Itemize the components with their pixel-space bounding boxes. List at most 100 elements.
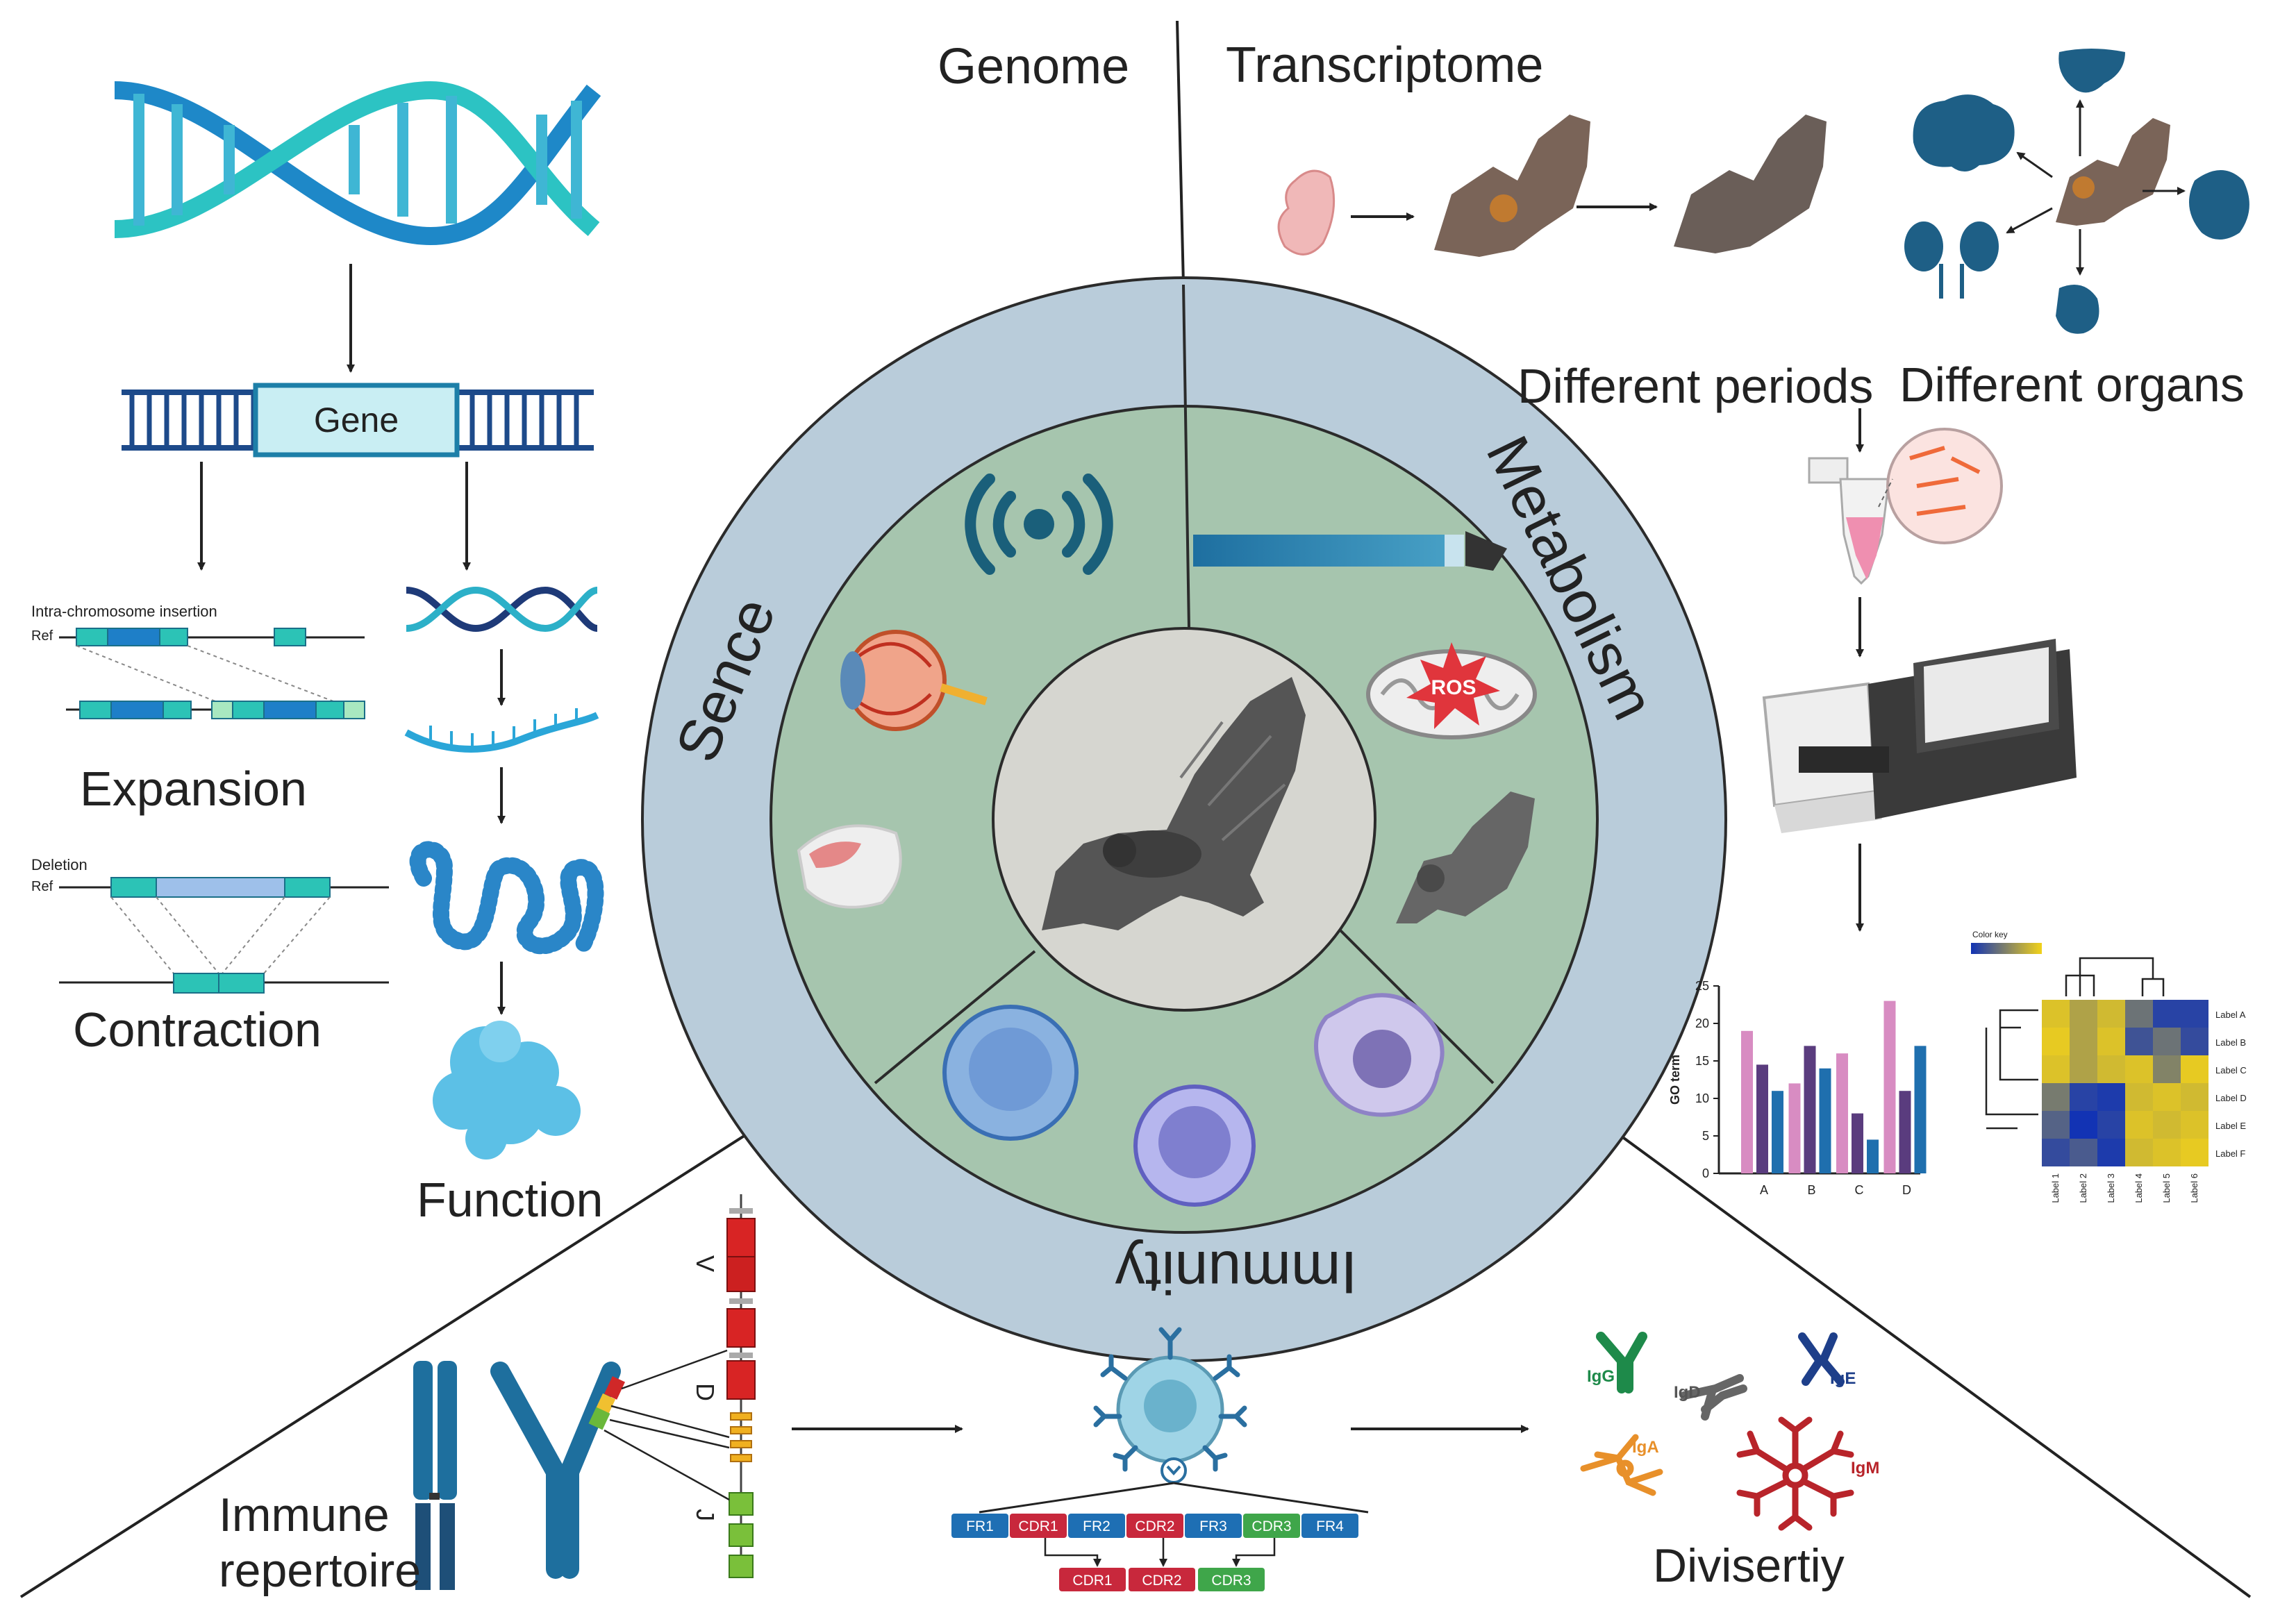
bar: [1914, 1046, 1927, 1173]
ros-label: ROS: [1431, 676, 1476, 699]
heatmap-cell: [2125, 1139, 2153, 1166]
heatmap-cell: [2153, 1028, 2181, 1055]
heatmap-cell: [2070, 1139, 2097, 1166]
immunity-label: Immunity: [1115, 1239, 1358, 1305]
iga-label: IgA: [1632, 1438, 1659, 1457]
insertion-diagram: Intra-chromosome insertion Ref: [31, 603, 365, 719]
bar: [1852, 1113, 1863, 1173]
region-box: [1068, 1514, 1125, 1538]
cdr-label: CDR1: [1072, 1573, 1112, 1589]
mitochondria-icon: ROS: [1366, 642, 1537, 739]
small-bat-icon: [1396, 792, 1535, 923]
bar: [1741, 1030, 1753, 1173]
region-label: CDR1: [1018, 1518, 1058, 1534]
liver-icon: [2058, 49, 2125, 93]
igd-icon: [1680, 1374, 1747, 1421]
bar: [1804, 1046, 1816, 1173]
category-label: C: [1855, 1183, 1864, 1197]
function-label: Function: [417, 1173, 603, 1227]
heatmap-cell: [2125, 1055, 2153, 1083]
bar-chart-ylabel: GO term: [1668, 1055, 1682, 1105]
insertion-title: Intra-chromosome insertion: [31, 603, 217, 620]
deletion-title: Deletion: [31, 856, 88, 873]
organs-diagram: [1904, 49, 2249, 334]
dna-small-icon: [406, 586, 599, 633]
igm-icon: [1736, 1416, 1854, 1531]
kidney-icon: [1904, 221, 1999, 299]
bar: [1836, 1053, 1848, 1173]
heatmap-cell: [2125, 1111, 2153, 1139]
heatmap-cell: [2125, 1000, 2153, 1028]
heatmap-cell: [2097, 1111, 2125, 1139]
heatmap-cell: [2070, 1028, 2097, 1055]
b-cell-icon: [1093, 1327, 1247, 1484]
bar: [1899, 1091, 1911, 1173]
cdr-box: [1059, 1568, 1126, 1591]
region-box: [1185, 1514, 1242, 1538]
y-tick-label: 5: [1702, 1129, 1709, 1143]
vdj-segments: V D J: [604, 1194, 756, 1578]
heatmap-cell: [2070, 1111, 2097, 1139]
stomach-icon: [2056, 285, 2099, 334]
ige-icon: [1798, 1332, 1845, 1386]
region-label: FR2: [1083, 1518, 1110, 1534]
heatmap-cell: [2125, 1083, 2153, 1111]
heatmap-cell: [2097, 1083, 2125, 1111]
expansion-label: Expansion: [80, 762, 307, 816]
transcriptome-header: Transcriptome: [1226, 37, 1543, 93]
heatmap-cell: [2153, 1055, 2181, 1083]
heatmap-cell: [2153, 1083, 2181, 1111]
gene-label: Gene: [314, 401, 399, 440]
bar: [1819, 1068, 1831, 1173]
organs-label: Different organs: [1899, 358, 2245, 412]
igg-label: IgG: [1587, 1367, 1615, 1386]
igm-label: IgM: [1851, 1459, 1879, 1477]
bar-chart-bars: [1741, 1001, 1927, 1173]
heatmap-dendrogram: [1985, 957, 2165, 1130]
protein-icon: [433, 1021, 581, 1160]
heatmap-col-label: Label 4: [2133, 1173, 2144, 1203]
heatmap-cell: [2181, 1139, 2208, 1166]
heatmap-cell: [2042, 1055, 2070, 1083]
bat-center-icon: [2056, 118, 2170, 226]
brain-icon: [1913, 94, 2015, 172]
cdr-connectors: [1044, 1538, 1276, 1567]
heatmap-col-label: Label 6: [2189, 1173, 2199, 1203]
heatmap-col-label: Label 3: [2106, 1173, 2116, 1203]
heatmap-row-label: Label F: [2215, 1148, 2245, 1159]
region-box: [951, 1514, 1008, 1538]
segment-d-label: D: [691, 1383, 719, 1401]
heatmap-cell: [2042, 1111, 2070, 1139]
cdr-label: CDR2: [1142, 1573, 1181, 1589]
category-label: A: [1760, 1183, 1768, 1197]
gene-diagram: Gene: [122, 383, 594, 458]
y-tick-label: 25: [1695, 979, 1709, 993]
heatmap-cell: [2181, 1083, 2208, 1111]
region-connectors: [979, 1482, 1369, 1514]
bat-adult-icon: [1434, 115, 1590, 257]
heatmap-cell: [2181, 1000, 2208, 1028]
segment-j-label: J: [691, 1509, 719, 1521]
region-label: CDR3: [1251, 1518, 1291, 1534]
energy-strip-icon: [1193, 531, 1507, 571]
heatmap-col-label: Label 1: [2050, 1173, 2061, 1203]
heatmap-color-key: [1971, 943, 2042, 954]
region-label: FR3: [1199, 1518, 1227, 1534]
sound-wave-icon: [965, 474, 1113, 575]
heart-icon: [2189, 170, 2249, 240]
eye-icon: [840, 630, 988, 731]
igd-label: IgD: [1674, 1383, 1701, 1402]
y-tick-label: 0: [1702, 1166, 1709, 1180]
cdr-box: [1129, 1568, 1195, 1591]
bat-old-icon: [1674, 115, 1827, 253]
heatmap-cell: [2181, 1028, 2208, 1055]
diversity-label: Divisertiy: [1653, 1539, 1845, 1592]
y-tick-label: 20: [1695, 1016, 1709, 1030]
heatmap-cell: [2070, 1055, 2097, 1083]
heatmap-row-label: Label C: [2215, 1065, 2247, 1075]
heatmap-cells: [2042, 1000, 2208, 1166]
